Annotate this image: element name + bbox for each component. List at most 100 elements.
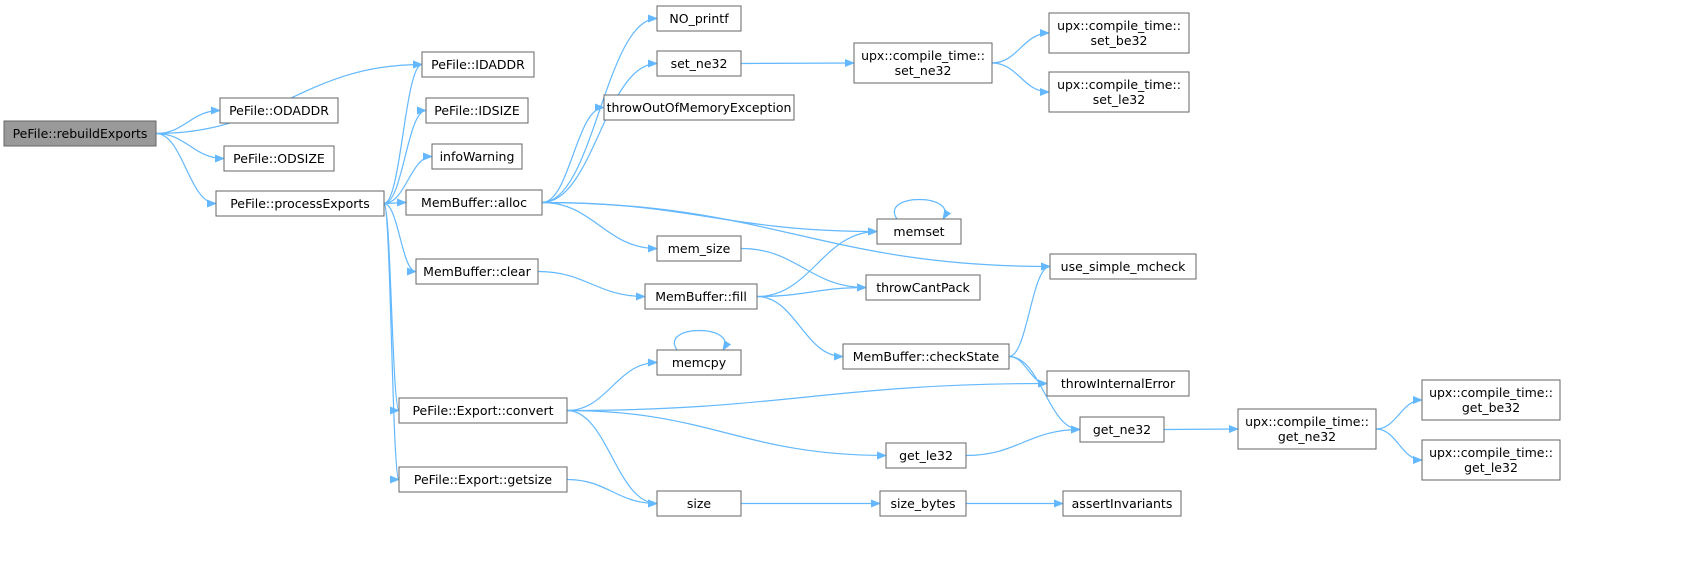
node-label: throwCantPack — [876, 280, 970, 295]
edge-getle32-to-getne32 — [965, 425, 1081, 457]
node-box-memset — [876, 218, 962, 245]
node-label: memset — [893, 224, 944, 239]
edge-convert-to-getle32 — [566, 409, 887, 460]
node-throwoom[interactable]: throwOutOfMemoryException — [603, 94, 795, 121]
node-getle32[interactable]: get_le32 — [885, 442, 967, 469]
edge-checkstate-to-usesimple — [1008, 262, 1051, 358]
node-box-memcpy — [656, 349, 742, 376]
node-odaddr[interactable]: PeFile::ODADDR — [219, 97, 339, 124]
node-upxgetbe32[interactable]: upx::compile_time::get_be32 — [1421, 379, 1561, 421]
edge-checkstate-to-getne32 — [1008, 355, 1081, 434]
node-sizebytes[interactable]: size_bytes — [879, 490, 967, 517]
node-label: size_bytes — [891, 496, 956, 511]
edge-upxsetne32-to-upxsetle32 — [991, 62, 1050, 96]
node-box-idsize — [425, 97, 529, 124]
node-label: assertInvariants — [1072, 496, 1173, 511]
node-process[interactable]: PeFile::processExports — [215, 190, 385, 217]
node-box-upxgetbe32 — [1421, 379, 1561, 421]
node-label: set_le32 — [1093, 92, 1145, 107]
node-label: upx::compile_time:: — [1245, 414, 1369, 429]
edge-alloc-to-memsize — [541, 201, 658, 253]
node-label: MemBuffer::clear — [423, 264, 531, 279]
node-label: PeFile::ODSIZE — [233, 151, 325, 166]
node-label: get_le32 — [1464, 460, 1518, 475]
edge-upxsetne32-to-upxsetbe32 — [991, 29, 1050, 64]
edge-fill-to-throwcant — [756, 283, 867, 298]
node-box-upxsetbe32 — [1048, 12, 1190, 54]
edge-rebuild-to-odsize — [155, 132, 225, 163]
node-convert[interactable]: PeFile::Export::convert — [398, 397, 568, 424]
node-label: throwOutOfMemoryException — [607, 100, 792, 115]
node-memset[interactable]: memset — [876, 218, 962, 245]
node-box-upxgetne32 — [1237, 408, 1377, 450]
node-label: PeFile::processExports — [230, 196, 370, 211]
node-box-infowarn — [431, 143, 523, 170]
node-memsize[interactable]: mem_size — [656, 235, 742, 262]
node-box-memsize — [656, 235, 742, 262]
node-upxsetbe32[interactable]: upx::compile_time::set_be32 — [1048, 12, 1190, 54]
edge-memset-to-memset — [893, 198, 952, 220]
node-box-setne32 — [656, 50, 742, 77]
node-box-sizebytes — [879, 490, 967, 517]
node-label: MemBuffer::fill — [655, 289, 747, 304]
node-label: set_ne32 — [895, 63, 952, 78]
node-label: get_ne32 — [1278, 429, 1336, 444]
node-assertinv[interactable]: assertInvariants — [1062, 490, 1182, 517]
node-label: get_be32 — [1462, 400, 1520, 415]
node-box-upxgetle32 — [1421, 439, 1561, 481]
node-upxsetle32[interactable]: upx::compile_time::set_le32 — [1048, 71, 1190, 113]
edge-process-to-infowarn — [383, 152, 433, 205]
node-box-odsize — [223, 145, 335, 172]
edge-convert-to-size — [566, 409, 658, 508]
node-box-odaddr — [219, 97, 339, 124]
node-label: upx::compile_time:: — [1429, 385, 1553, 400]
node-usesimple[interactable]: use_simple_mcheck — [1049, 253, 1197, 280]
edge-alloc-to-memset — [541, 201, 878, 236]
node-box-checkstate — [842, 343, 1010, 370]
node-alloc[interactable]: MemBuffer::alloc — [405, 189, 543, 216]
edge-rebuild-to-odaddr — [155, 106, 221, 135]
node-upxgetle32[interactable]: upx::compile_time::get_le32 — [1421, 439, 1561, 481]
node-label: NO_printf — [669, 11, 729, 26]
node-memcpy[interactable]: memcpy — [656, 349, 742, 376]
edge-memsize-to-throwcant — [740, 247, 867, 292]
node-upxsetne32[interactable]: upx::compile_time::set_ne32 — [853, 42, 993, 84]
edge-checkstate-to-throwinternal — [1008, 355, 1048, 388]
node-idsize[interactable]: PeFile::IDSIZE — [425, 97, 529, 124]
node-label: get_ne32 — [1093, 422, 1151, 437]
edge-convert-to-memcpy — [566, 358, 658, 412]
node-label: get_le32 — [899, 448, 953, 463]
node-rebuild[interactable]: PeFile::rebuildExports — [3, 120, 157, 147]
edge-memcpy-to-memcpy — [673, 329, 732, 351]
node-label: upx::compile_time:: — [1057, 77, 1181, 92]
edge-getsize-to-size — [566, 478, 658, 508]
edge-process-to-clear — [383, 202, 417, 276]
node-setne32[interactable]: set_ne32 — [656, 50, 742, 77]
node-idaddr[interactable]: PeFile::IDADDR — [421, 51, 535, 78]
node-getne32[interactable]: get_ne32 — [1079, 416, 1165, 443]
node-throwcant[interactable]: throwCantPack — [865, 274, 981, 301]
node-size[interactable]: size — [656, 490, 742, 517]
node-fill[interactable]: MemBuffer::fill — [644, 283, 758, 310]
node-odsize[interactable]: PeFile::ODSIZE — [223, 145, 335, 172]
node-box-convert — [398, 397, 568, 424]
node-throwinternal[interactable]: throwInternalError — [1046, 370, 1190, 397]
node-noprintf[interactable]: NO_printf — [656, 5, 742, 32]
node-checkstate[interactable]: MemBuffer::checkState — [842, 343, 1010, 370]
node-label: PeFile::rebuildExports — [13, 126, 148, 141]
node-getsize[interactable]: PeFile::Export::getsize — [398, 466, 568, 493]
node-label: PeFile::ODADDR — [229, 103, 329, 118]
node-infowarn[interactable]: infoWarning — [431, 143, 523, 170]
node-label: PeFile::IDADDR — [431, 57, 525, 72]
node-clear[interactable]: MemBuffer::clear — [415, 258, 539, 285]
node-label: memcpy — [672, 355, 727, 370]
edge-alloc-to-setne32 — [541, 59, 658, 204]
edge-upxgetne32-to-upxgetle32 — [1375, 428, 1423, 464]
node-label: upx::compile_time:: — [861, 48, 985, 63]
node-upxgetne32[interactable]: upx::compile_time::get_ne32 — [1237, 408, 1377, 450]
edge-convert-to-throwinternal — [566, 379, 1048, 412]
node-label: set_ne32 — [671, 56, 728, 71]
node-box-idaddr — [421, 51, 535, 78]
node-box-assertinv — [1062, 490, 1182, 517]
